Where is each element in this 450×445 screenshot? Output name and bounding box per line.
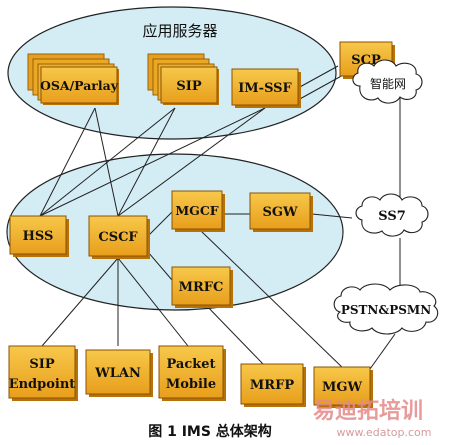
sip-endpoint-label-line1: SIP — [29, 357, 54, 372]
intelligent-network-cloud: 智能网 — [352, 59, 423, 104]
mrfp-node: MRFP — [240, 363, 306, 407]
pstn-psmn-cloud: PSTN&PSMN — [333, 283, 439, 335]
ss7-label: SS7 — [378, 209, 406, 224]
mrfp-label: MRFP — [250, 378, 294, 393]
packet-mobile-label-line1: Packet — [166, 357, 215, 372]
intelligent-network-label: 智能网 — [370, 76, 406, 91]
sgw-label: SGW — [262, 205, 297, 220]
mgw-label: MGW — [322, 380, 362, 395]
cscf-label: CSCF — [98, 230, 138, 245]
mgcf-label: MGCF — [175, 203, 218, 218]
mgw-node: MGW — [313, 366, 373, 408]
sip-as-node: SIP — [147, 53, 219, 105]
sip-endpoint-label-line2: Endpoint — [9, 377, 76, 392]
mgcf-node: MGCF — [171, 190, 225, 232]
mrfc-node: MRFC — [171, 266, 233, 308]
sip-endpoint-node: SIP Endpoint — [8, 345, 78, 401]
osa-parlay-label: OSA/Parlay — [40, 78, 119, 93]
im-ssf-node: IM-SSF — [231, 68, 301, 108]
figure-caption: 图 1 IMS 总体架构 — [148, 423, 272, 440]
mrfc-label: MRFC — [179, 280, 224, 295]
connection-lines — [39, 65, 401, 391]
hss-node: HSS — [9, 215, 69, 257]
ss7-cloud: SS7 — [355, 193, 429, 237]
wlan-label: WLAN — [94, 366, 141, 381]
pstn-psmn-label: PSTN&PSMN — [341, 303, 431, 317]
packet-mobile-node: Packet Mobile — [158, 345, 226, 401]
hss-label: HSS — [23, 229, 54, 244]
scp-label: SCP — [351, 53, 381, 68]
sgw-node: SGW — [249, 192, 313, 232]
im-ssf-label: IM-SSF — [238, 81, 292, 96]
osa-parlay-node: OSA/Parlay — [27, 53, 119, 105]
cscf-node: CSCF — [88, 215, 150, 259]
watermark-brand: 易迪拓培训 — [313, 398, 423, 424]
packet-mobile-label-line2: Mobile — [166, 377, 216, 392]
watermark-url: www.edatop.com — [337, 426, 432, 439]
wlan-node: WLAN — [85, 349, 153, 397]
app-server-label: 应用服务器 — [142, 22, 217, 40]
sip-as-label: SIP — [176, 79, 201, 94]
